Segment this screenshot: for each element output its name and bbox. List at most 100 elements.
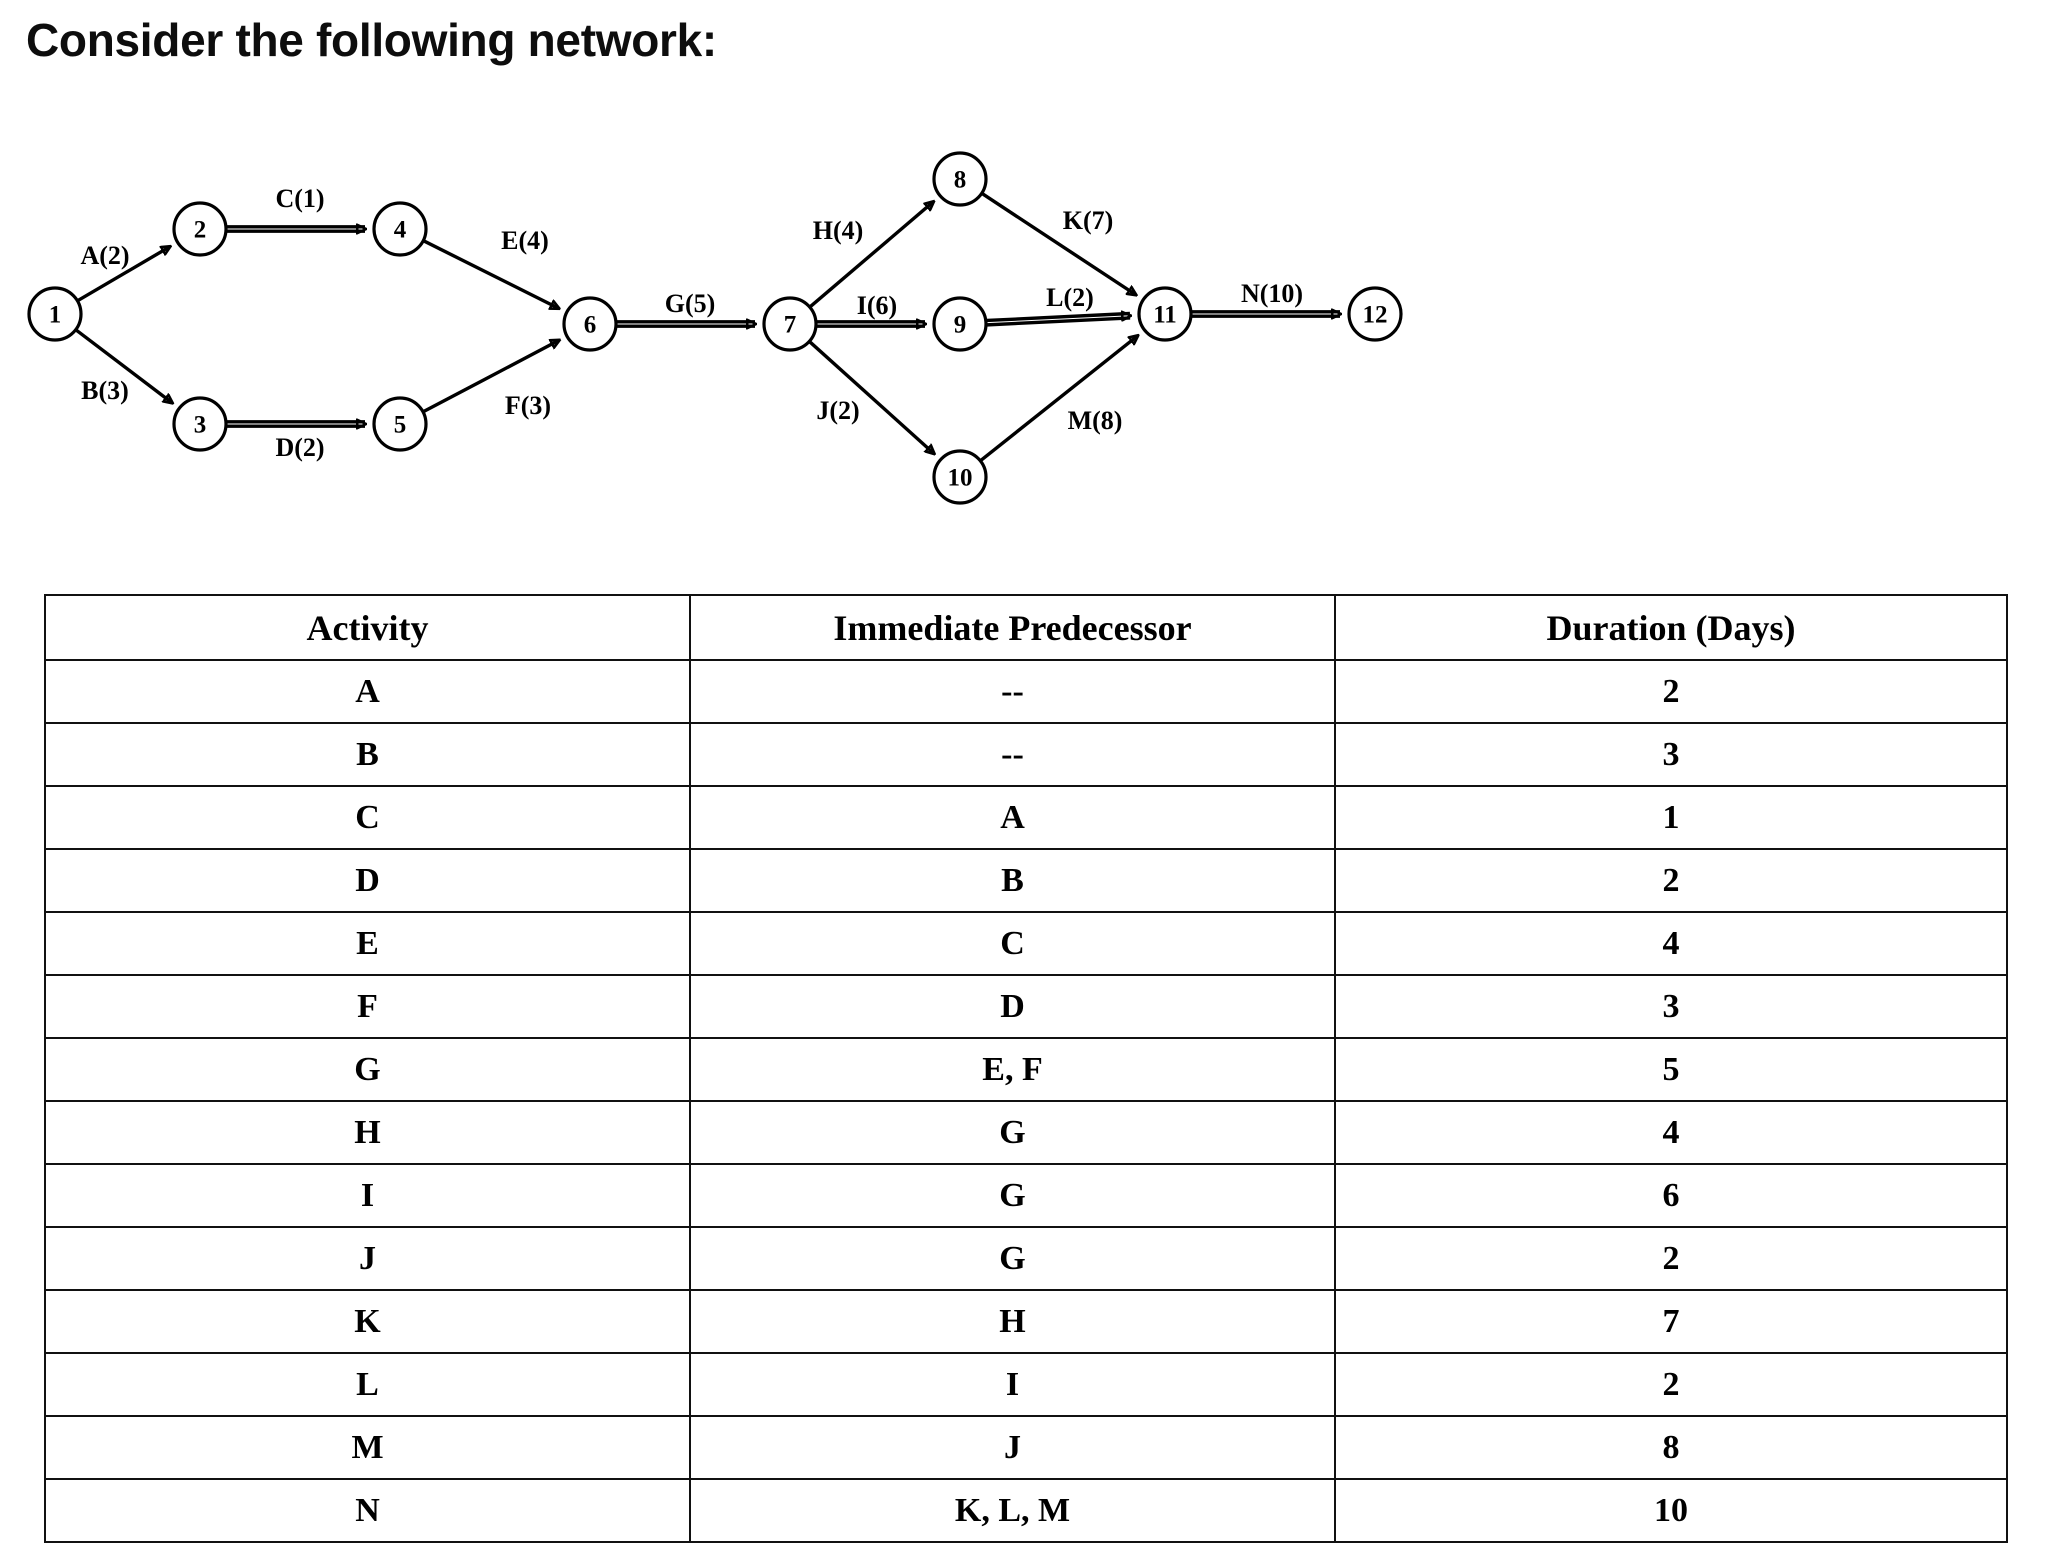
activity-cell: C (45, 786, 690, 849)
node-label-11: 11 (1153, 302, 1177, 329)
predecessor-cell: G (690, 1101, 1335, 1164)
node-label-5: 5 (394, 412, 407, 439)
column-header-activity: Activity (45, 595, 690, 660)
page-title: Consider the following network: (26, 16, 2048, 64)
node-label-4: 4 (394, 217, 407, 244)
duration-cell: 6 (1335, 1164, 2007, 1227)
edge-label-F: F(3) (505, 391, 551, 420)
predecessor-cell: G (690, 1164, 1335, 1227)
predecessor-cell: H (690, 1290, 1335, 1353)
predecessor-cell: -- (690, 660, 1335, 723)
activity-cell: A (45, 660, 690, 723)
node-2: 2 (174, 203, 226, 255)
table-header-row: Activity Immediate Predecessor Duration … (45, 595, 2007, 660)
activity-cell: E (45, 912, 690, 975)
activity-table: Activity Immediate Predecessor Duration … (44, 594, 2008, 1543)
activity-cell: D (45, 849, 690, 912)
edge-G (617, 322, 755, 326)
edge-M (981, 336, 1137, 460)
activity-cell: B (45, 723, 690, 786)
edge-label-M: M(8) (1068, 406, 1123, 435)
predecessor-cell: D (690, 975, 1335, 1038)
node-label-10: 10 (948, 465, 973, 492)
node-label-9: 9 (954, 312, 967, 339)
predecessor-cell: J (690, 1416, 1335, 1479)
activity-cell: G (45, 1038, 690, 1101)
node-label-3: 3 (194, 412, 207, 439)
activity-cell: J (45, 1227, 690, 1290)
node-1: 1 (29, 288, 81, 340)
edge-label-G: G(5) (665, 289, 716, 318)
column-header-duration: Duration (Days) (1335, 595, 2007, 660)
edge-label-J: J(2) (816, 396, 859, 425)
edge-label-A: A(2) (80, 241, 129, 270)
duration-cell: 4 (1335, 1101, 2007, 1164)
node-4: 4 (374, 203, 426, 255)
duration-cell: 2 (1335, 1227, 2007, 1290)
node-label-7: 7 (784, 312, 797, 339)
predecessor-cell: G (690, 1227, 1335, 1290)
activity-cell: N (45, 1479, 690, 1542)
predecessor-cell: -- (690, 723, 1335, 786)
node-5: 5 (374, 398, 426, 450)
node-label-2: 2 (194, 217, 207, 244)
node-6: 6 (564, 298, 616, 350)
duration-cell: 2 (1335, 660, 2007, 723)
node-9: 9 (934, 298, 986, 350)
activity-cell: I (45, 1164, 690, 1227)
activity-cell: F (45, 975, 690, 1038)
edge-label-B: B(3) (81, 376, 129, 405)
edge-label-N: N(10) (1241, 279, 1303, 308)
edge-N (1192, 312, 1340, 316)
duration-cell: 2 (1335, 1353, 2007, 1416)
activity-table-container: Activity Immediate Predecessor Duration … (44, 594, 2006, 1543)
node-label-1: 1 (49, 302, 62, 329)
node-11: 11 (1139, 288, 1191, 340)
predecessor-cell: K, L, M (690, 1479, 1335, 1542)
node-7: 7 (764, 298, 816, 350)
activity-cell: M (45, 1416, 690, 1479)
node-10: 10 (934, 451, 986, 503)
edge-L (987, 314, 1130, 325)
predecessor-cell: B (690, 849, 1335, 912)
duration-cell: 1 (1335, 786, 2007, 849)
edge-D (227, 422, 365, 426)
duration-cell: 7 (1335, 1290, 2007, 1353)
activity-cell: H (45, 1101, 690, 1164)
edge-label-C: C(1) (275, 184, 324, 213)
node-8: 8 (934, 153, 986, 205)
edge-C (227, 227, 365, 231)
edge-label-L: L(2) (1046, 283, 1094, 312)
duration-cell: 3 (1335, 975, 2007, 1038)
edge-I (817, 322, 925, 326)
node-12: 12 (1349, 288, 1401, 340)
column-header-predecessor: Immediate Predecessor (690, 595, 1335, 660)
activity-cell: K (45, 1290, 690, 1353)
activity-cell: L (45, 1353, 690, 1416)
node-label-12: 12 (1363, 302, 1388, 329)
table-row: A--2 (45, 660, 2007, 723)
duration-cell: 2 (1335, 849, 2007, 912)
node-label-6: 6 (584, 312, 597, 339)
edge-label-K: K(7) (1063, 206, 1114, 235)
duration-cell: 5 (1335, 1038, 2007, 1101)
edge-label-H: H(4) (813, 216, 864, 245)
predecessor-cell: E, F (690, 1038, 1335, 1101)
duration-cell: 3 (1335, 723, 2007, 786)
edge-label-D: D(2) (275, 433, 324, 462)
predecessor-cell: C (690, 912, 1335, 975)
